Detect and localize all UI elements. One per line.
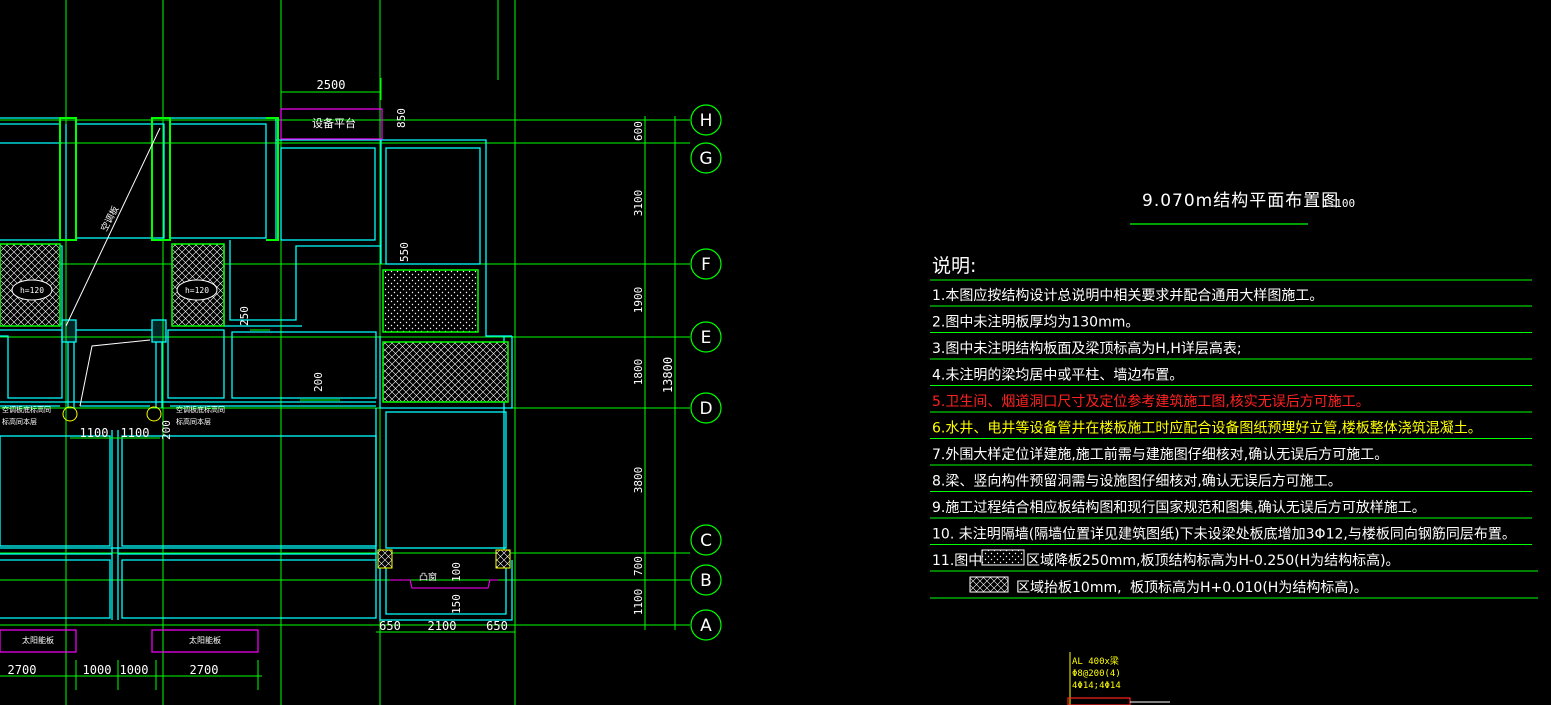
top-dimension — [280, 78, 382, 100]
drawing-scale: 1:100 — [1322, 197, 1355, 210]
dim-200: 200 — [312, 372, 325, 392]
dim-2500: 2500 — [317, 78, 346, 92]
axis-bubble-B: B — [690, 564, 722, 596]
dim-200-small: 200 — [160, 420, 173, 440]
axis-label: H — [700, 111, 713, 131]
axis-label: F — [701, 255, 711, 275]
slab-thickness-label: h=120 — [20, 286, 44, 295]
axis-bubble-D: D — [690, 392, 722, 424]
solar-panel-label: 太阳能板 — [189, 635, 221, 645]
equipment-platform: 设备平台 850 — [280, 108, 408, 140]
hatch-zones — [0, 117, 511, 569]
right-dim-segment: 1800 — [632, 359, 645, 386]
dim-1100-b: 1100 — [121, 426, 150, 440]
note-label: 空调板底标高同 — [2, 405, 51, 414]
axis-bubble-G: G — [690, 142, 722, 174]
note-label: 标高同本层 — [176, 417, 211, 426]
slab-thickness-label: h=120 — [185, 286, 209, 295]
note-label: 标高同本层 — [2, 417, 37, 426]
axis-label: B — [700, 571, 712, 591]
notes-heading: 说明: — [932, 255, 976, 277]
note-item: 9.施工过程结合相应板结构图和现行国家规范和图集,确认无误后方可放样施工。 — [932, 499, 1426, 516]
window-label: 凸窗 — [419, 571, 437, 583]
dim-150: 150 — [450, 594, 463, 614]
note-item: 2.图中未注明板厚均为130mm。 — [932, 315, 1139, 331]
lowered-slab-zone-1 — [382, 269, 479, 333]
raised-slab-legend — [969, 576, 1009, 593]
axis-label: E — [701, 328, 712, 348]
right-dim-labels: 600 3100 1900 1800 3800 700 1100 13800 — [632, 121, 675, 615]
axis-bubble-C: C — [690, 524, 722, 556]
note-item: 4.未注明的梁均居中或平柱、墙边布置。 — [932, 368, 1183, 384]
dim-650-b: 650 — [486, 619, 508, 633]
right-dim-segment: 3100 — [632, 190, 645, 217]
right-dim-segment: 1900 — [632, 287, 645, 314]
bottom-row-dims — [0, 660, 262, 690]
axis-bubble-F: F — [690, 248, 722, 280]
diagonal-label: 空调板 — [98, 204, 121, 233]
note-11-line2a: 区域抬板10mm, — [1016, 580, 1122, 596]
dim-650-a: 650 — [379, 619, 401, 633]
dim-2700-a: 2700 — [8, 663, 37, 677]
raised-slab-zone-2 — [382, 341, 509, 403]
beam-label-line3: 4Φ14;4Φ14 — [1072, 681, 1121, 691]
axis-bubbles: HG F E D CB A — [690, 104, 722, 641]
drawing-title: 9.070m结构平面布置图 — [1142, 191, 1339, 211]
note-11-prefix: 11.图中 — [932, 553, 982, 569]
axis-bubble-A: A — [690, 609, 722, 641]
dim-100: 100 — [450, 562, 463, 582]
note-item: 7.外围大样定位详建施,施工前需与建施图仔细核对,确认无误后方可施工。 — [932, 446, 1388, 463]
dim-2700-b: 2700 — [190, 663, 219, 677]
right-dim-segment: 3800 — [632, 467, 645, 494]
dim-2100: 2100 — [428, 619, 457, 633]
note-item: 10. 未注明隔墙(隔墙位置详见建筑图纸)下未设梁处板底增加3Φ12,与楼板同向… — [932, 526, 1516, 543]
dim-550: 550 — [398, 242, 411, 262]
note-label: 空调板底标高同 — [176, 405, 225, 414]
right-dim-chain — [568, 116, 690, 630]
right-dim-segment: 1100 — [632, 589, 645, 616]
dim-1000-b: 1000 — [120, 663, 149, 677]
axis-label: G — [699, 149, 712, 169]
dim-250: 250 — [238, 306, 251, 326]
equipment-platform-label: 设备平台 — [312, 116, 356, 130]
lowered-slab-legend — [981, 549, 1025, 566]
note-item: 6.水井、电井等设备管井在楼板施工时应配合设备图纸预埋好立管,楼板整体浇筑混凝土… — [932, 420, 1482, 437]
diagonal-guide — [65, 127, 161, 327]
note-11-line2b: 板顶标高为H+0.010(H为结构标高)。 — [1130, 579, 1368, 596]
right-dim-segment: 700 — [632, 556, 645, 576]
axis-label: C — [700, 531, 712, 551]
axis-grid — [0, 0, 690, 705]
axis-label: A — [700, 616, 712, 636]
dim-850: 850 — [395, 108, 408, 128]
right-dim-segment: 600 — [632, 121, 645, 141]
note-item: 3.图中未注明结构板面及梁顶标高为H,H详层高表; — [932, 340, 1242, 357]
axis-bubble-E: E — [690, 321, 722, 353]
dim-1000-a: 1000 — [83, 663, 112, 677]
dim-1100-a: 1100 — [80, 426, 109, 440]
note-11-line1: 区域降板250mm,板顶结构标高为H-0.250(H为结构标高)。 — [1026, 552, 1400, 569]
note-item: 5.卫生间、烟道洞口尺寸及定位参考建筑施工图,核实无误后方可施工。 — [932, 393, 1370, 410]
axis-label: D — [699, 399, 712, 419]
note-item: 1.本图应按结构设计总说明中相关要求并配合通用大样图施工。 — [932, 287, 1323, 304]
note-item: 8.梁、竖向构件预留洞需与设施图仔细核对,确认无误后方可施工。 — [932, 474, 1342, 490]
right-dim-total: 13800 — [661, 357, 675, 393]
notes-list: 1.本图应按结构设计总说明中相关要求并配合通用大样图施工。 2.图中未注明板厚均为… — [930, 279, 1532, 545]
axis-bubble-H: H — [690, 104, 722, 136]
beam-label-line2: Φ8@200(4) — [1072, 669, 1121, 679]
beam-label-line1: AL 400x梁 — [1072, 655, 1119, 667]
solar-panel-label: 太阳能板 — [22, 635, 54, 645]
